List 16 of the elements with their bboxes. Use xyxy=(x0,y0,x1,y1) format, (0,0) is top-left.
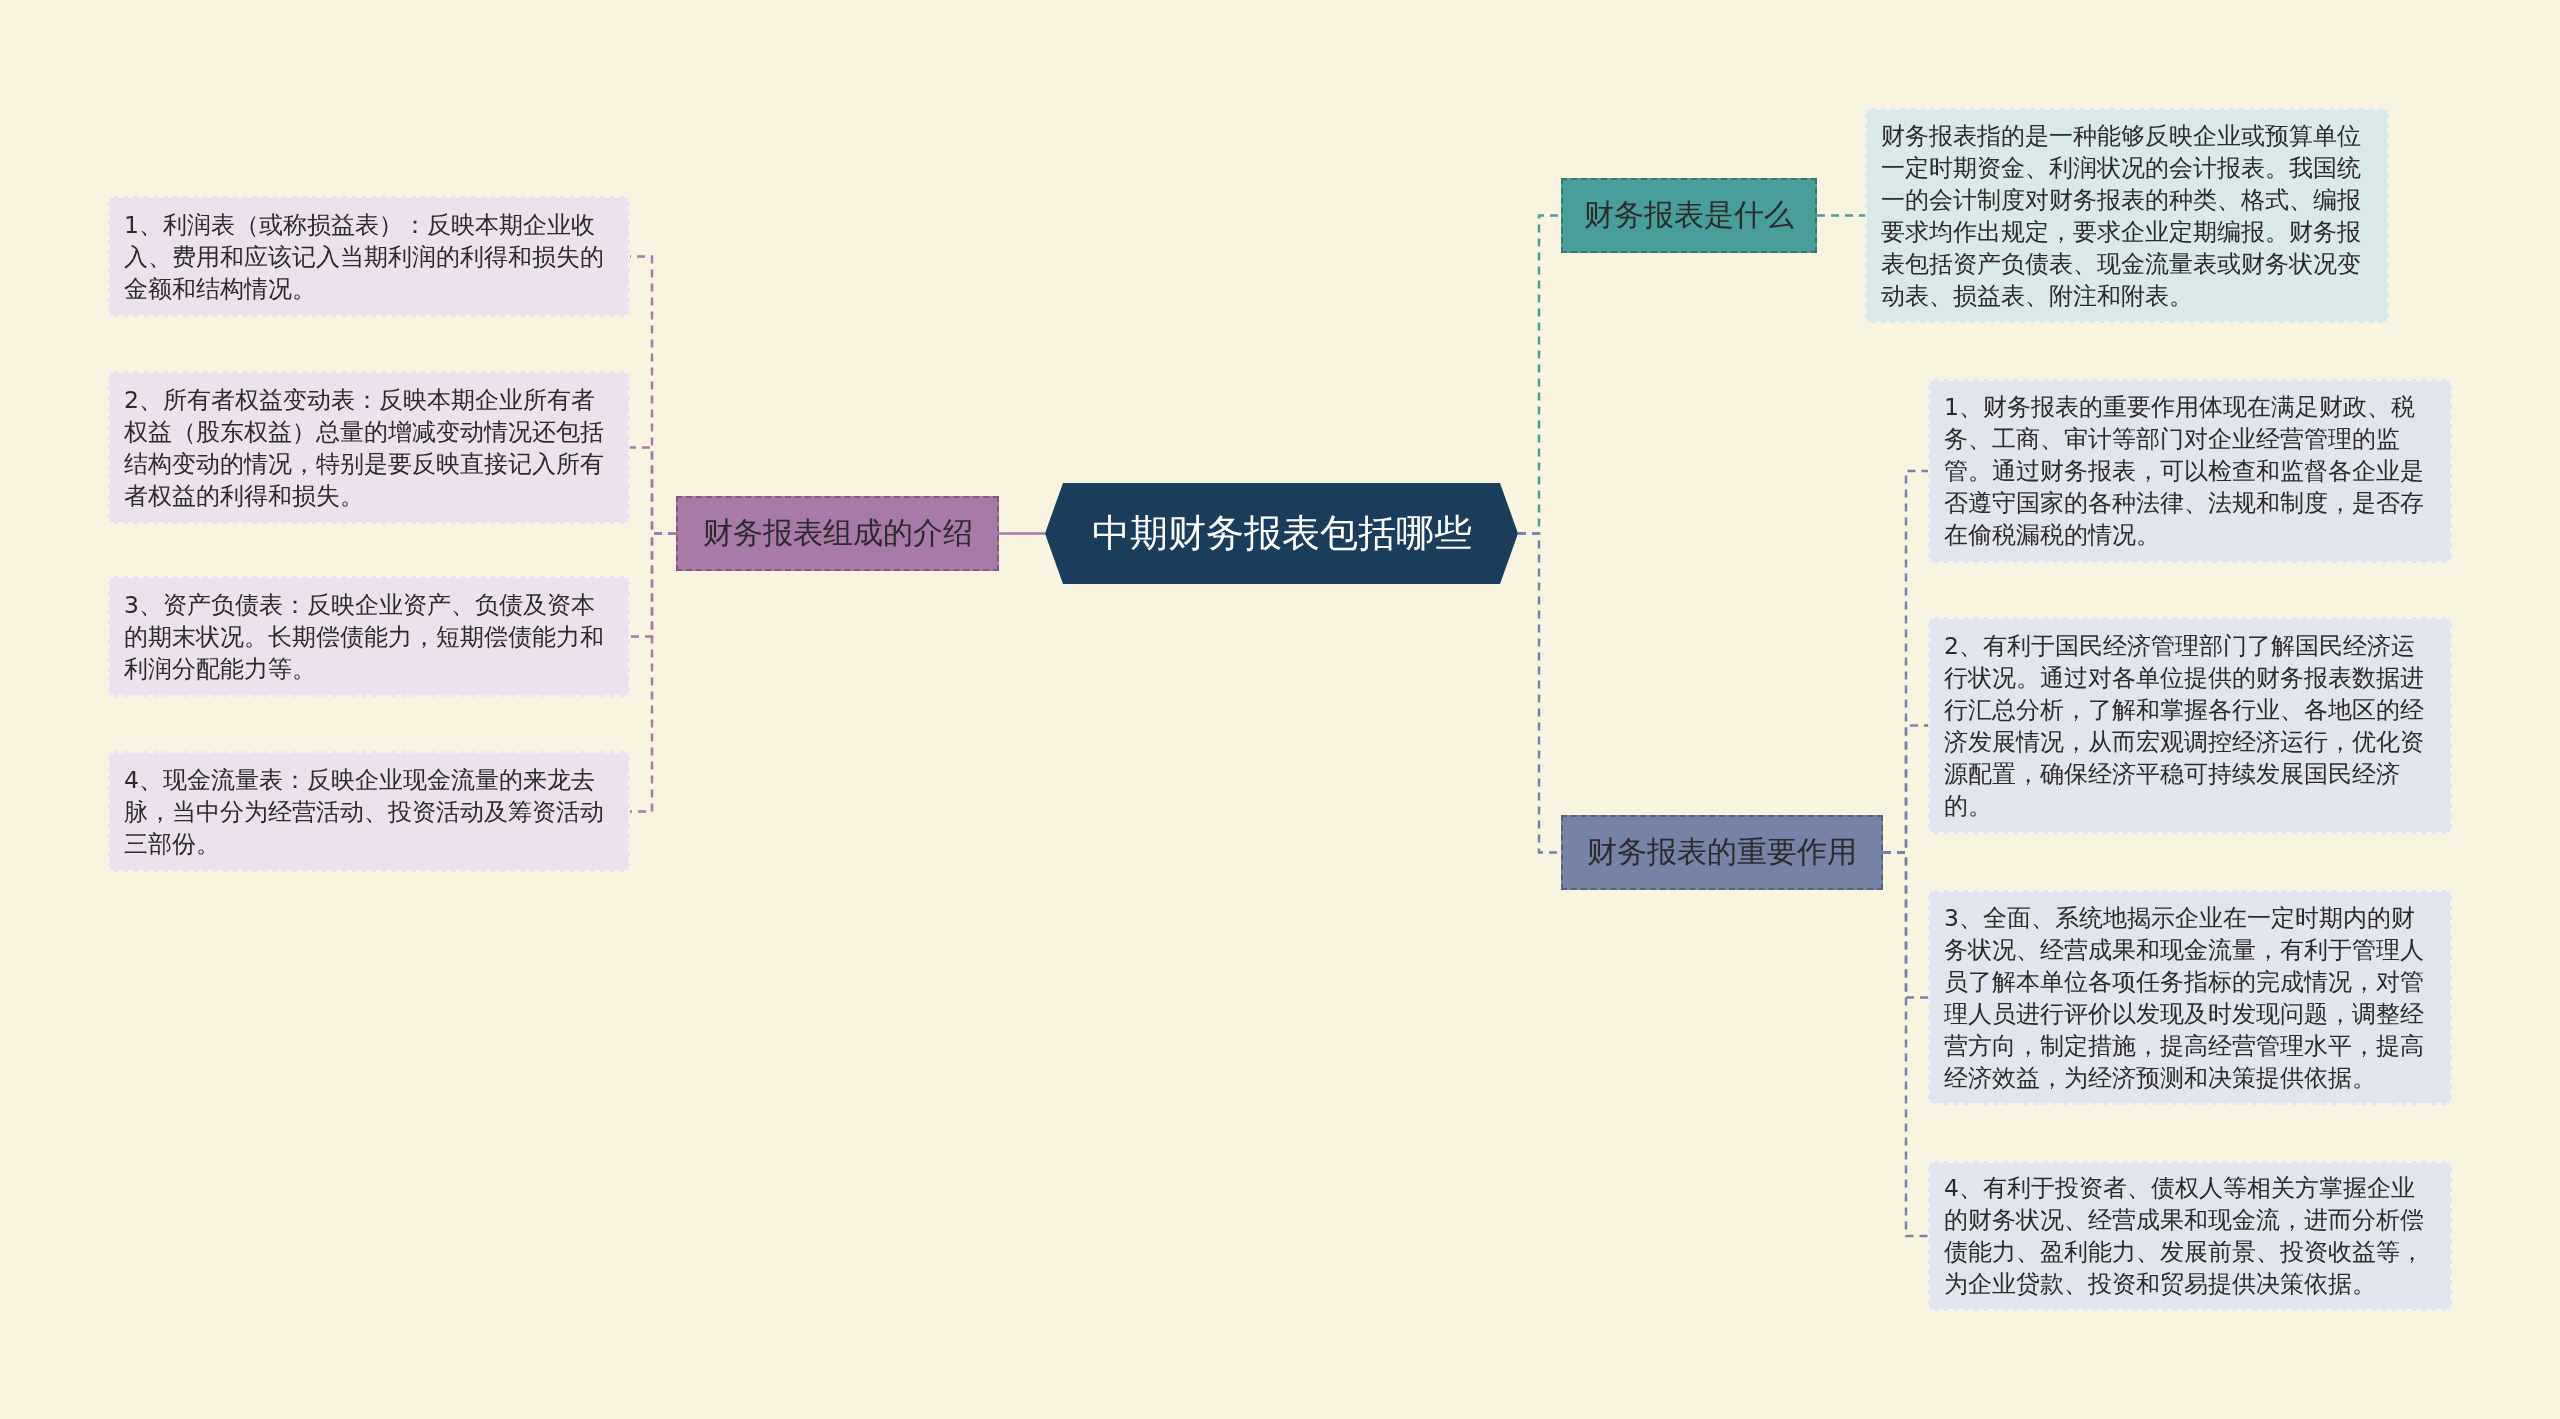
text-box: 1、利润表（或称损益表）：反映本期企业收入、费用和应该记入当期利润的利得和损失的金额和结构情况。 xyxy=(108,196,630,317)
text-box: 财务报表指的是一种能够反映企业或预算单位一定时期资金、利润状况的会计报表。我国统一的会计制度对财务报表的种类、格式、编报要求均作出规定，要求企业定期编报。财务报表包括资产负债表、现金流量表或财务状况变动表、损益表、附注和附表。 xyxy=(1865,108,2389,323)
connector-line xyxy=(999,532,1045,535)
text-box: 4、有利于投资者、债权人等相关方掌握企业的财务状况、经营成果和现金流，进而分析偿债能力、盈利能力、发展前景、投资收益等，为企业贷款、投资和贸易提供决策依据。 xyxy=(1928,1161,2452,1311)
branch-topic-box: 财务报表是什么 xyxy=(1561,178,1817,253)
text-box: 2、所有者权益变动表：反映本期企业所有者权益（股东权益）总量的增减变动情况还包括结构变动的情况，特别是要反映直接记入所有者权益的利得和损失。 xyxy=(108,371,630,524)
text-box: 1、财务报表的重要作用体现在满足财政、税务、工商、审计等部门对企业经营管理的监管。通过财务报表，可以检查和监督各企业是否遵守国家的各种法律、法规和制度，是否存在偷税漏税的情况。 xyxy=(1928,379,2452,563)
text-box: 4、现金流量表：反映企业现金流量的来龙去脉，当中分为经营活动、投资活动及筹资活动三部份。 xyxy=(108,751,630,872)
connector-line xyxy=(1883,851,1928,1238)
branch-topic-box: 财务报表的重要作用 xyxy=(1561,815,1883,890)
text-box: 3、资产负债表：反映企业资产、负债及资本的期末状况。长期偿债能力，短期偿债能力和利润分配能力等。 xyxy=(108,576,630,697)
connector-line xyxy=(1817,214,1865,217)
branch-topic-box: 财务报表组成的介绍 xyxy=(676,496,999,571)
central-topic-hexagon: 中期财务报表包括哪些 xyxy=(1045,483,1518,584)
text-box: 2、有利于国民经济管理部门了解国民经济运行状况。通过对各单位提供的财务报表数据进行汇总分析，了解和掌握各行业、各地区的经济发展情况，从而宏观调控经济运行，优化资源配置，确保经济平稳可持续发展国民经济的。 xyxy=(1928,617,2452,834)
text-box: 3、全面、系统地揭示企业在一定时期内的财务状况、经营成果和现金流量，有利于管理人员了解本单位各项任务指标的完成情况，对管理人员进行评价以发现及时发现问题，调整经营方向，制定措施，提高经营管理水平，提高经济效益，为经济预测和决策提供依据。 xyxy=(1928,890,2452,1105)
